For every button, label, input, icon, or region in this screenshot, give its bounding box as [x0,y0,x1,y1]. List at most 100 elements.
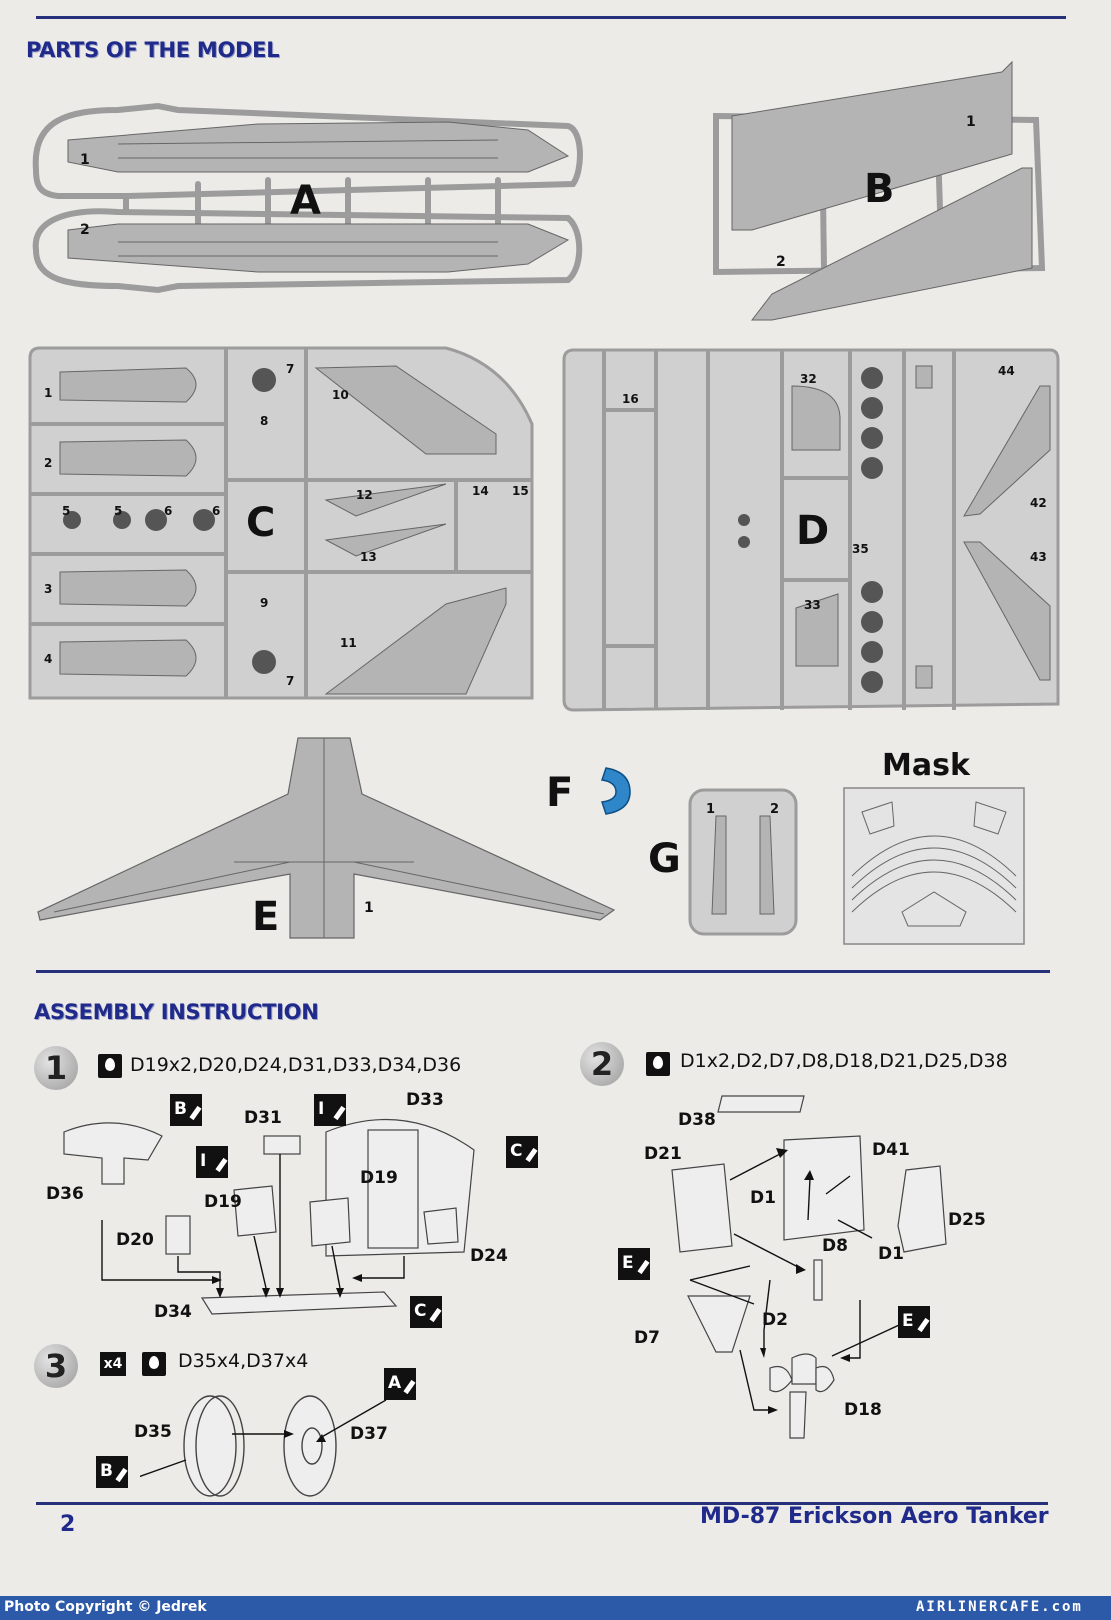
copyright-bar: Photo Copyright © Jedrek AIRLINERCAFE.co… [0,1596,1111,1620]
sprue-f-letter: F [546,770,574,816]
sprue-c-part-12: 12 [356,488,373,502]
sprue-e-part-1: 1 [364,900,374,916]
sprue-b [713,60,1046,321]
callout-d36: D36 [46,1184,84,1204]
sprue-g-letter: G [648,836,681,882]
paint-badge-i-upper: I [314,1094,346,1126]
paint-badge-b: B [170,1094,202,1126]
sprue-c-part-5a: 5 [62,504,71,518]
sprue-c-part-8: 8 [260,414,269,428]
sprue-a-part-2: 2 [80,222,90,238]
sprue-g-part-1: 1 [706,802,716,817]
callout-d38: D38 [678,1110,716,1130]
paint-badge-e-left: E [618,1248,650,1280]
sprue-e [37,737,616,939]
sprue-c-part-7b: 7 [286,674,295,688]
glue-icon [646,1052,670,1076]
sprue-c-part-4: 4 [44,652,53,666]
callout-d35: D35 [134,1422,172,1442]
callout-d41: D41 [872,1140,910,1160]
sprue-c [28,346,534,700]
callout-d19-left: D19 [204,1192,242,1212]
step-1-parts-list: D19x2,D20,D24,D31,D33,D34,D36 [130,1054,462,1076]
sprue-a-letter: A [290,178,321,224]
footer-title: MD-87 Erickson Aero Tanker [700,1504,1049,1529]
step-1-number: 1 [34,1046,78,1090]
paint-badge-b: B [96,1456,128,1488]
part-f-window [601,767,631,815]
mask-sheet [843,787,1025,945]
step-3-parts-list: D35x4,D37x4 [178,1350,309,1372]
step-3-number: 3 [34,1344,78,1388]
callout-d25: D25 [948,1210,986,1230]
paint-badge-i-lower: I [196,1146,228,1178]
paint-badge-c-lower: C [410,1296,442,1328]
glue-icon [142,1352,166,1376]
step-1-diagram [63,1118,475,1315]
paint-badge-e-right: E [898,1306,930,1338]
sprue-d-part-36: 35 [852,542,869,556]
sprue-c-part-6a: 6 [164,504,173,518]
sprue-c-part-10: 10 [332,388,349,402]
sprue-c-part-3: 3 [44,582,53,596]
sprue-d-part-43: 43 [1030,550,1047,564]
callout-d8: D8 [822,1236,848,1256]
middle-rule [36,970,1050,973]
sprue-b-part-1: 1 [966,114,976,130]
sprue-d [562,348,1060,712]
callout-d21: D21 [644,1144,682,1164]
top-rule [36,16,1066,19]
multiplier-badge: x4 [100,1352,126,1376]
callout-d1-right: D1 [878,1244,904,1264]
sprue-c-part-13: 13 [360,550,377,564]
copyright-text: Photo Copyright © Jedrek [4,1599,207,1615]
sprue-d-part-44: 44 [998,364,1015,378]
sprue-a [32,102,583,294]
callout-d37: D37 [350,1424,388,1444]
step-2-diagram [671,1095,947,1439]
glue-icon [98,1054,122,1078]
sprue-c-part-14: 14 [472,484,489,498]
sprue-c-part-1: 1 [44,386,53,400]
sprue-a-part-1: 1 [80,152,90,168]
assembly-section-title: ASSEMBLY INSTRUCTION [34,1000,319,1024]
sprue-c-letter: C [246,500,276,546]
sprue-c-part-2: 2 [44,456,53,470]
step-2-number: 2 [580,1042,624,1086]
sprue-c-part-9: 9 [260,596,269,610]
paint-badge-c-upper: C [506,1136,538,1168]
sprue-d-part-16: 16 [622,392,639,406]
callout-d33: D33 [406,1090,444,1110]
bottom-rule [36,1502,1048,1505]
callout-d7: D7 [634,1328,660,1348]
sprue-d-part-33: 32 [800,372,817,386]
sprue-b-letter: B [864,166,895,212]
callout-d18: D18 [844,1400,882,1420]
site-watermark: AIRLINERCAFE.com [916,1599,1083,1615]
callout-d34: D34 [154,1302,192,1322]
sprue-g-part-2: 2 [770,802,780,817]
sprue-d-part-42: 42 [1030,496,1047,510]
step-2-parts-list: D1x2,D2,D7,D8,D18,D21,D25,D38 [680,1050,1008,1072]
sprue-c-part-11: 11 [340,636,357,650]
parts-section-title: PARTS OF THE MODEL [26,38,280,62]
callout-d2: D2 [762,1310,788,1330]
step-3-diagram [140,1395,387,1497]
callout-d24: D24 [470,1246,508,1266]
sprue-c-part-6b: 6 [212,504,221,518]
sprue-c-part-5b: 5 [114,504,123,518]
sprue-c-part-7a: 7 [286,362,295,376]
mask-label: Mask [882,748,970,783]
callout-d19-right: D19 [360,1168,398,1188]
paint-badge-a: A [384,1368,416,1400]
sprue-d-part-34: 33 [804,598,821,612]
sprue-b-part-2: 2 [776,254,786,270]
sprue-c-part-15: 15 [512,484,529,498]
callout-d1-left: D1 [750,1188,776,1208]
sprue-e-letter: E [252,894,280,940]
sprue-g [688,788,798,936]
callout-d20: D20 [116,1230,154,1250]
callout-d31: D31 [244,1108,282,1128]
page-number: 2 [60,1512,76,1537]
sprue-d-letter: D [796,508,830,554]
